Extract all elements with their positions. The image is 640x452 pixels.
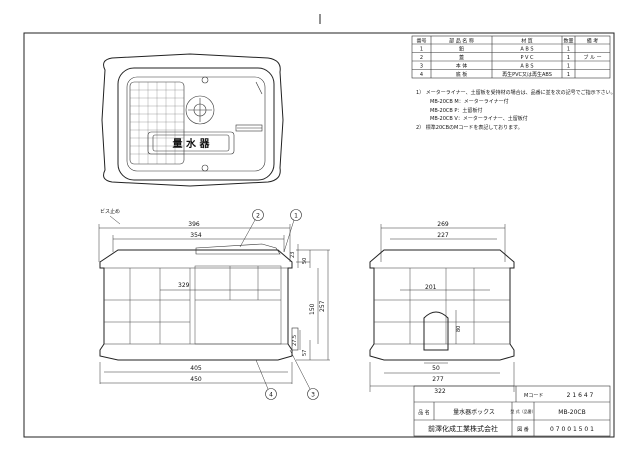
parts-row-4-no: 4 <box>420 72 423 78</box>
parts-row-4-qty: 1 <box>567 72 570 78</box>
dim-277: 277 <box>432 376 444 383</box>
balloon-4-label: 4 <box>269 392 273 399</box>
lid-label: 量 水 器 <box>173 137 211 150</box>
side-view: 269 227 201 80 50 277 322 <box>369 221 515 395</box>
parts-header-material: 材 質 <box>521 37 533 44</box>
dim-405: 405 <box>190 365 202 372</box>
parts-row-2-material: P V C <box>520 55 534 61</box>
note-1-m: MB-20CB M：メーターライナー付 <box>430 98 509 105</box>
balloon-1-label: 1 <box>294 213 298 220</box>
parts-row-4-name: 底 板 <box>456 71 468 78</box>
parts-header-remarks: 備 考 <box>587 37 599 44</box>
mcode-label: Mコード <box>524 393 543 399</box>
parts-table: 番号 部 品 名 称 材 質 数量 備 考 1 鉛 A B S 1 2 蓋 P … <box>411 35 611 79</box>
dim-354: 354 <box>190 232 202 239</box>
dim-227: 227 <box>437 232 449 239</box>
lid-handle-top <box>201 76 209 84</box>
parts-row-2-name: 蓋 <box>459 54 464 61</box>
mcode-value: 2 1 6 4 7 <box>567 392 594 399</box>
parts-row-3-material: A B S <box>520 64 533 70</box>
dim-201: 201 <box>425 284 437 291</box>
parts-row-1-no: 1 <box>420 47 423 53</box>
parts-row-1-qty: 1 <box>567 47 570 53</box>
company-name: 前澤化成工業株式会社 <box>428 424 498 433</box>
dim-50-side: 50 <box>432 365 440 372</box>
drawing-no-value: 0 7 0 0 1 5 0 1 <box>550 426 594 433</box>
drawing-border <box>23 32 615 438</box>
dim-50: 50 <box>302 258 308 264</box>
balloon-3 <box>307 388 319 400</box>
name-label: 品 名 <box>418 409 430 416</box>
plan-view: 量 水 器 <box>101 53 284 187</box>
dim-450: 450 <box>190 376 202 383</box>
title-block: Mコード 2 1 6 4 7 品 名 量水器ボックス 型 式（品番） MB-20… <box>413 385 611 437</box>
front-view: ビス止め 396 354 329 <box>98 208 330 400</box>
dim-57: 57 <box>302 350 308 356</box>
balloon-4 <box>265 388 277 400</box>
dim-150: 150 <box>309 303 316 315</box>
lid-grid-pattern <box>130 82 184 164</box>
dim-23: 23 <box>290 252 296 258</box>
name-value: 量水器ボックス <box>453 408 495 416</box>
dim-269: 269 <box>437 221 449 228</box>
note-1: 1） メーターライナー、土留板を受持材の場合は、品番に並を次の記号でご指示下さい… <box>416 89 616 96</box>
note-1-v: MB-20CB V：メーターライナー、土留板付 <box>430 115 528 122</box>
parts-row-3-no: 3 <box>420 64 423 70</box>
type-label: 型 式（品番） <box>510 408 535 414</box>
parts-row-4-material: 再生PVC又は再生ABS <box>502 71 552 78</box>
screw-label: ビス止め <box>100 208 120 215</box>
dim-257: 257 <box>319 300 326 312</box>
parts-header-qty: 数量 <box>563 37 573 44</box>
dim-396: 396 <box>188 221 200 228</box>
parts-row-2-qty: 1 <box>567 55 570 61</box>
lid-meter-dial <box>185 95 215 125</box>
balloon-2 <box>252 209 264 221</box>
notes: 1） メーターライナー、土留板を受持材の場合は、品番に並を次の記号でご指示下さい… <box>416 89 616 131</box>
balloon-1 <box>290 209 302 221</box>
dim-329: 329 <box>178 282 190 289</box>
dim-322: 322 <box>434 388 446 395</box>
parts-header-name: 部 品 名 称 <box>449 37 474 44</box>
side-pipe-slot <box>423 311 449 351</box>
parts-row-2-no: 2 <box>420 55 423 61</box>
type-value: MB-20CB <box>558 409 585 416</box>
dim-80: 80 <box>456 326 462 332</box>
parts-row-2-remarks: ブ ル ー <box>583 54 601 61</box>
parts-row-3-name: 本 体 <box>456 63 468 70</box>
side-grid <box>374 268 510 344</box>
balloon-2-label: 2 <box>256 213 260 220</box>
dim-27-5: 27.5 <box>292 335 298 346</box>
note-1-p: MB-20CB P：土留板付 <box>430 107 482 114</box>
parts-header-no: 番号 <box>416 37 426 44</box>
parts-row-3-qty: 1 <box>567 64 570 70</box>
parts-row-1-name: 鉛 <box>459 46 464 53</box>
parts-row-1-material: A B S <box>520 47 533 53</box>
note-2: 2） 標準20CBのMコードを表記しております。 <box>416 124 523 131</box>
lid-handle-bottom <box>201 164 209 172</box>
front-grid <box>104 265 282 345</box>
drawing-no-label: 図 番 <box>517 426 529 433</box>
balloon-3-label: 3 <box>311 392 315 399</box>
